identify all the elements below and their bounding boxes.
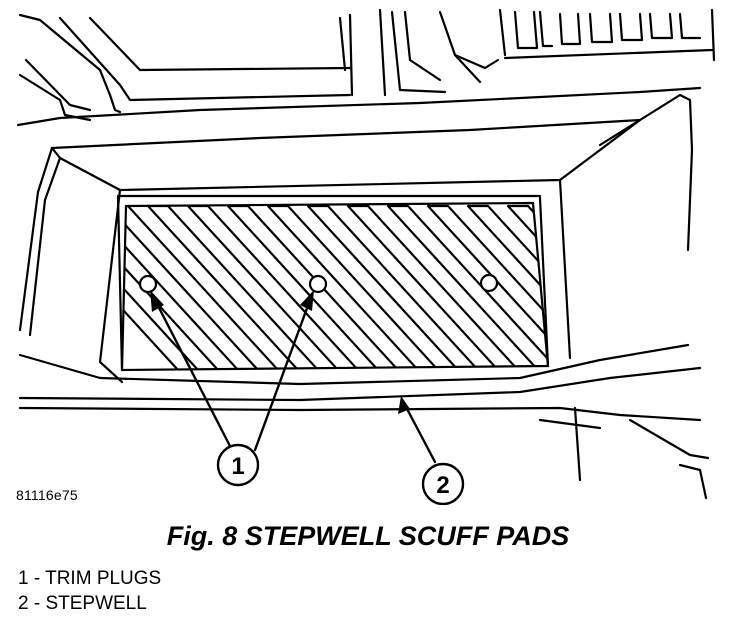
trim-plug-center [308,274,328,294]
trim-plug-left [138,274,158,294]
callout-2: 2 [421,462,465,505]
sill-upper-line [16,86,702,127]
callout-1-number: 1 [231,453,244,480]
stepwell-illustration: 1 2 [16,8,716,505]
legend: 1 - TRIM PLUGS 2 - STEPWELL [18,566,161,616]
upper-right-vents [503,8,716,62]
figure-code: 81116e75 [16,487,78,503]
figure-caption: Fig. 8 STEPWELL SCUFF PADS [166,521,570,551]
upper-center-structure [378,8,507,97]
legend-item-trim-plugs: 1 - TRIM PLUGS [18,568,162,589]
stepwell-tub [18,93,694,384]
upper-left-structure [18,13,354,122]
leader-lines [153,298,437,464]
scuff-pad-ribs [122,204,548,370]
legend-item-stepwell: 2 - STEPWELL [18,593,147,614]
trim-plug-right [479,273,499,293]
scuff-pad-border [120,201,550,372]
arrowheads [150,290,410,414]
trim-plugs [138,273,499,294]
callout-2-number: 2 [436,472,449,499]
callout-1: 1 [216,443,260,487]
